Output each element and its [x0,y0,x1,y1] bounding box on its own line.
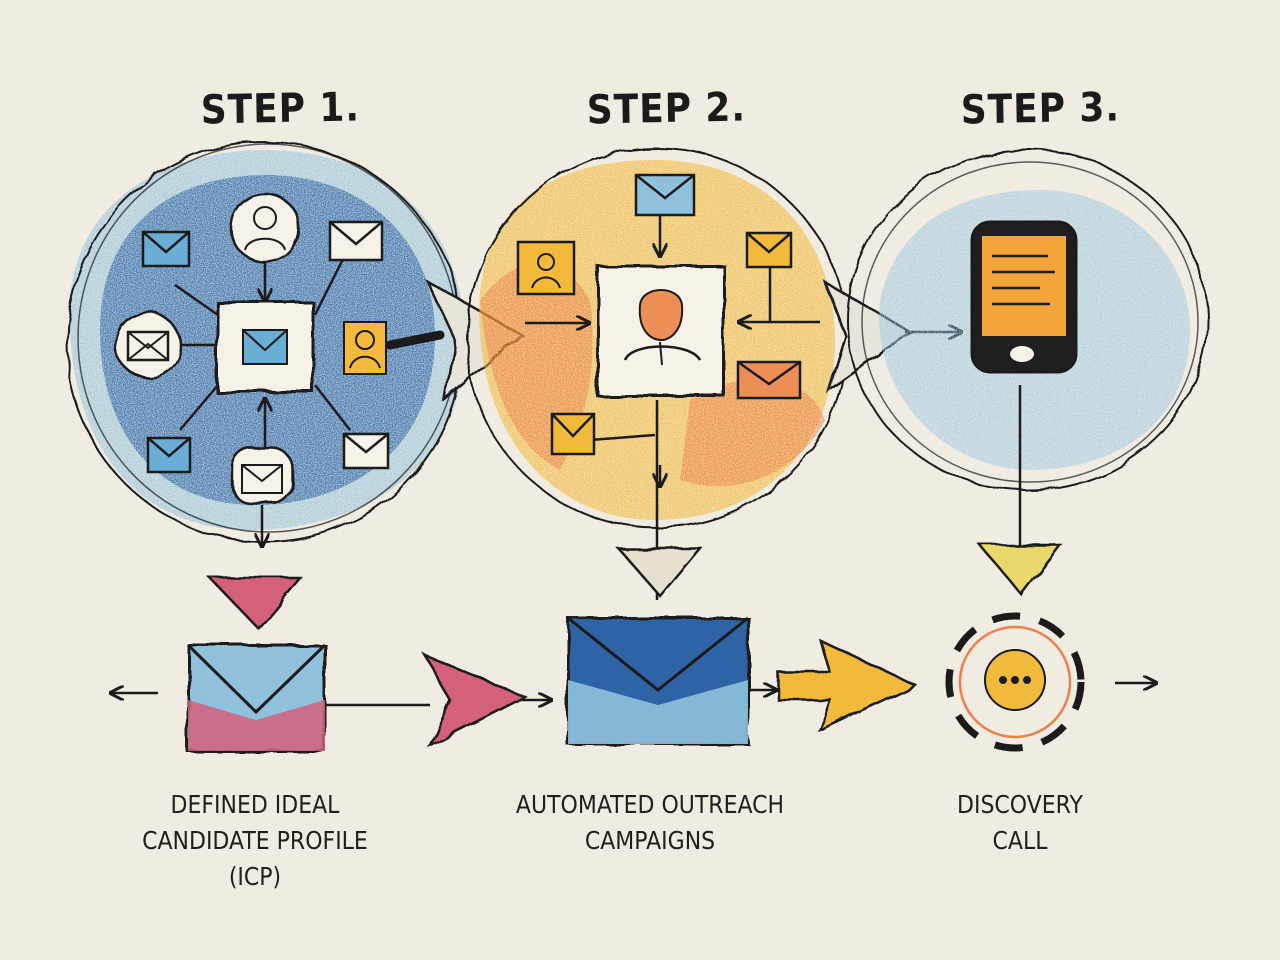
envelope-icon [550,412,596,456]
envelope-icon [230,446,294,506]
step-1-caption: DEFINED IDEAL CANDIDATE PROFILE (ICP) [127,787,382,895]
step-1-caption-line: (ICP) [228,862,282,891]
step1-hub [174,254,351,545]
arrow-icon [207,576,303,630]
step-3-title: STEP 3. [960,84,1121,134]
phone-icon [970,220,1078,374]
step-3-caption: DISCOVERY CALL [914,787,1125,859]
envelope-icon [215,300,315,394]
arrow-icon [748,637,918,733]
envelope-icon [328,220,384,262]
envelope-icon [736,360,802,400]
person-icon [516,240,576,296]
step-1-caption-line: DEFINED IDEAL [170,790,340,819]
person-icon [596,264,726,398]
envelope-icon [342,432,390,470]
envelope-icon [141,230,191,268]
arrow-icon [325,652,550,748]
envelope-icon [566,616,750,746]
envelope-icon [745,231,793,269]
envelope-icon [186,643,327,753]
step-2-caption-line: AUTOMATED OUTREACH [515,790,785,819]
chat-bubble-icon [945,612,1085,752]
step-3-caption-line: DISCOVERY [957,790,1083,819]
step-1-caption-line: CANDIDATE PROFILE [142,826,368,855]
envelope-icon [634,173,696,217]
arrow-icon [615,546,703,598]
step-2-caption: AUTOMATED OUTREACH CAMPAIGNS [500,787,799,859]
step-2-caption-line: CAMPAIGNS [584,826,716,855]
step3-connector [977,385,1063,598]
envelope-icon [114,311,182,379]
person-icon [343,321,387,375]
step-2-title: STEP 2. [586,84,747,134]
person-icon [229,192,301,264]
envelope-icon [146,436,192,474]
step-1-title: STEP 1. [200,84,361,134]
step-3-caption-line: CALL [992,826,1048,855]
